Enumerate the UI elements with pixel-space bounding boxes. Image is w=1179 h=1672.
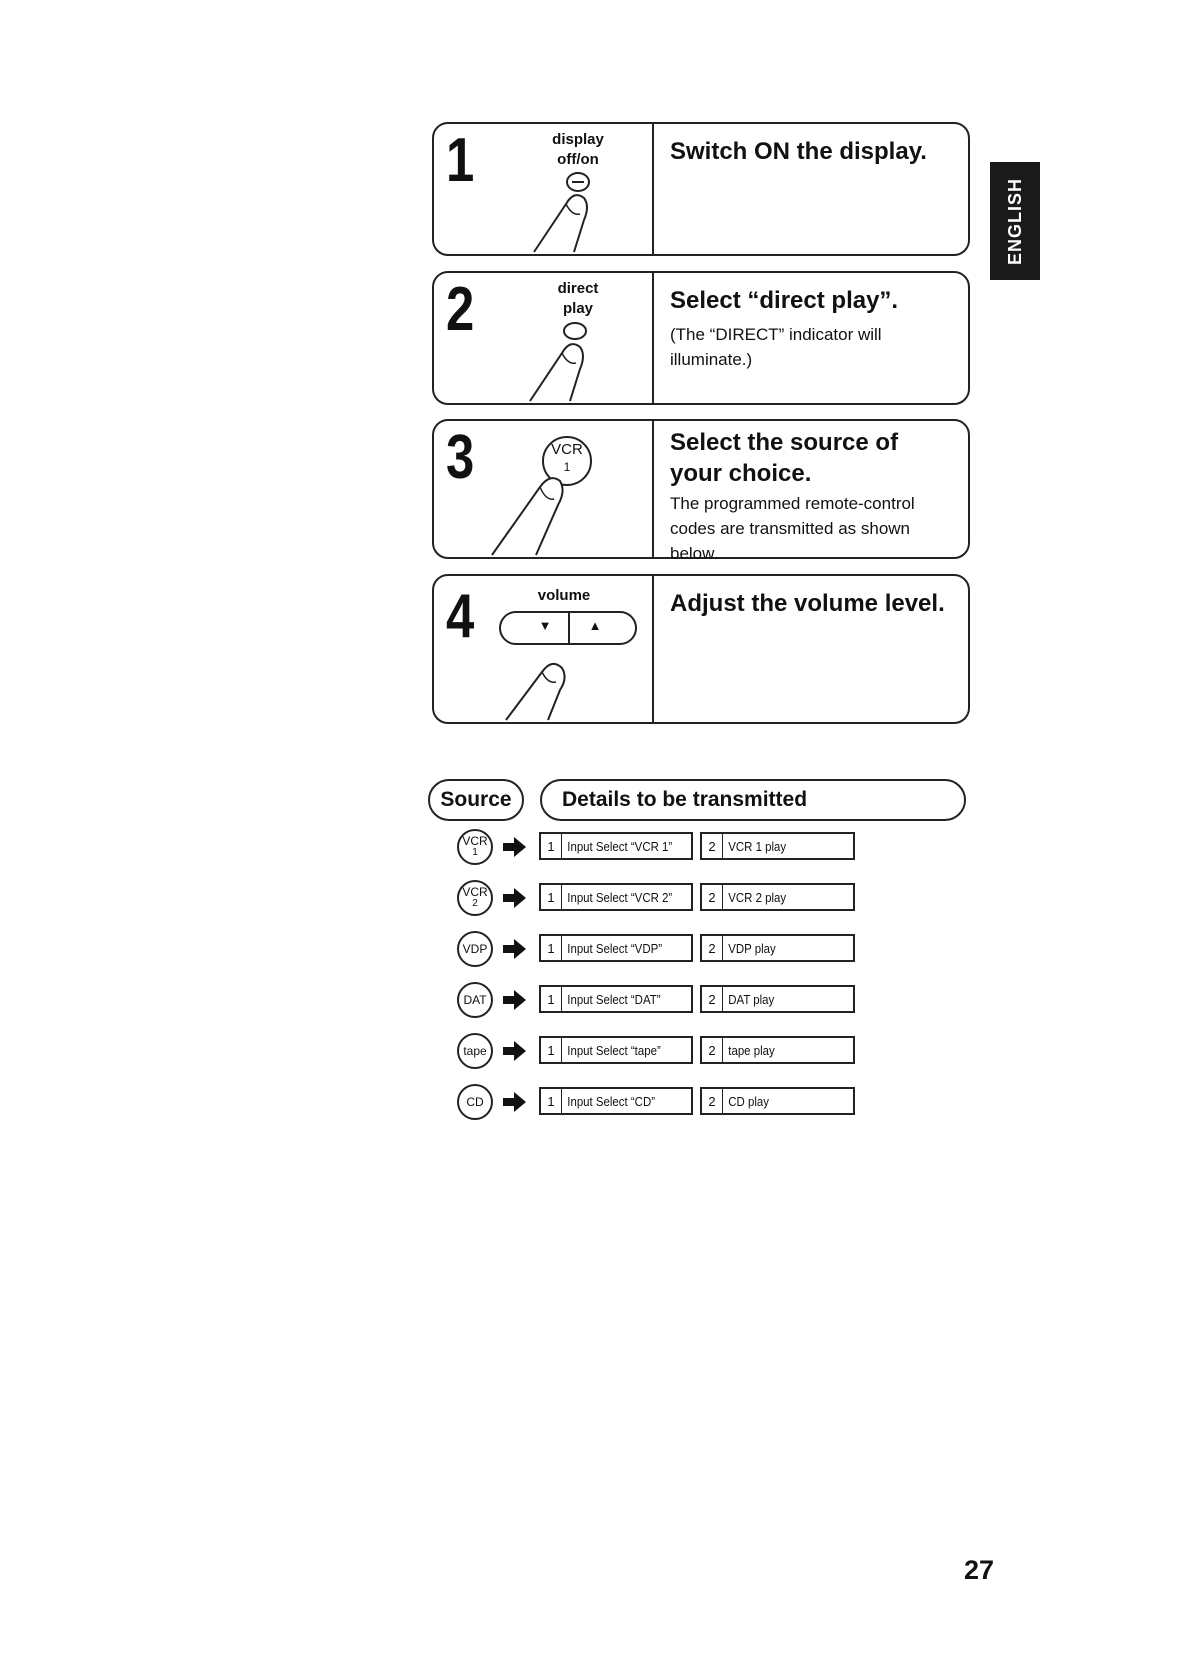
details-header: Details to be transmitted [540,779,966,821]
direct-play-label-line2: play [562,300,593,317]
step-4-title: Adjust the volume level. [670,590,945,617]
volume-down-icon: ▼ [538,618,552,633]
display-button-label-line2: off/on [557,151,599,168]
step-3: 3 VCR 1 Select the source of your choice… [432,419,970,563]
step-3-number: 3 [446,423,475,492]
step-3-illustration: 3 VCR 1 [434,421,654,557]
arrow-right-icon [503,888,526,908]
step-4-number: 4 [446,582,475,651]
volume-rocker-icon [499,611,637,721]
step-2-title: Select “direct play”. [670,287,899,314]
vcr1-button-sub: 1 [563,460,571,474]
display-button-label-line1: display [552,131,604,148]
step-1-number: 1 [446,126,475,195]
dat-source-icon: DAT [457,982,493,1018]
finger-press-icon [491,436,592,556]
step-2-number: 2 [446,275,475,344]
step-1: 1 display off/on Switch ON the display. [432,122,970,256]
step-3-title: Select the source of your choice. [670,429,899,487]
page-number: 27 [964,1555,995,1585]
step-1-title: Switch ON the display. [670,138,927,165]
step-4: 4 volume ▼ ▲ Adjust the volume level. [432,574,970,724]
arrow-right-icon [503,1092,526,1112]
vdp-source-icon: VDP [457,931,493,967]
step-4-illustration: 4 volume ▼ ▲ [434,576,654,722]
step-1-illustration: 1 display off/on [434,124,654,254]
step-2-illustration: 2 direct play [434,273,654,403]
direct-play-label-line1: direct [557,280,599,297]
arrow-right-icon [503,990,526,1010]
tape-source-icon: tape [457,1033,493,1069]
step-3-description: The programmed remote-control codes are … [670,494,915,563]
volume-label: volume [537,587,591,604]
finger-press-icon [529,322,587,402]
arrow-right-icon [503,939,526,959]
arrow-right-icon [503,1041,526,1061]
volume-up-icon: ▲ [588,618,602,633]
arrow-right-icon [503,837,526,857]
finger-press-icon [533,172,590,253]
language-tab-label: ENGLISH [1004,177,1025,265]
language-tab: ENGLISH [990,162,1040,280]
source-header: Source [428,779,524,821]
step-2-description: (The “DIRECT” indicator will illuminate.… [670,325,882,369]
step-2: 2 direct play Select “direct play”. (The… [432,271,970,405]
cd-source-icon: CD [457,1084,493,1120]
vcr1-button-label: VCR [551,441,583,458]
